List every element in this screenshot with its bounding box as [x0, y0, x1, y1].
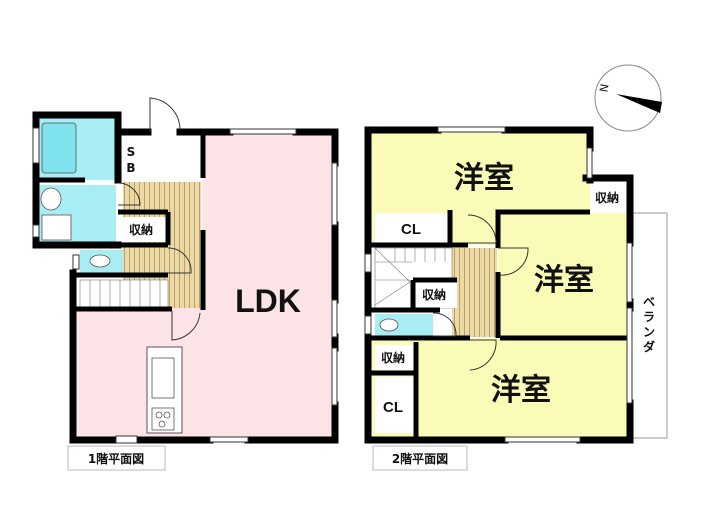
storage-top-right — [590, 178, 630, 213]
window — [229, 128, 297, 135]
kitchen-sink — [151, 357, 175, 399]
closet-top-label: CL — [401, 221, 421, 238]
veranda-char: ン — [643, 325, 655, 339]
ldk-floor — [202, 130, 335, 440]
room-bottom-door[interactable] — [469, 339, 497, 371]
bathtub — [41, 122, 77, 174]
ldk-label: LDK — [235, 283, 301, 319]
compass-icon: N — [594, 64, 662, 132]
dining-floor — [73, 308, 203, 440]
stair-treads-2f — [374, 247, 446, 306]
veranda-char: ベ — [643, 295, 655, 309]
storage-bottom-left — [375, 345, 415, 370]
storage-middle — [413, 281, 457, 308]
room-middle — [498, 212, 630, 338]
closet-bottom-label: CL — [383, 399, 403, 416]
room-middle-label: 洋室 — [534, 263, 594, 298]
window — [437, 126, 506, 133]
walls-2f — [364, 126, 634, 444]
storage-top-right-label: 収納 — [595, 190, 619, 205]
window — [364, 253, 372, 273]
sb-label-top: S — [127, 145, 136, 159]
compass-north-label: N — [596, 83, 610, 93]
sink-icon — [40, 187, 62, 211]
toilet-door-2f[interactable] — [432, 312, 457, 337]
closet-top — [375, 213, 448, 243]
room-top-label: 洋室 — [454, 161, 514, 196]
veranda — [631, 212, 668, 439]
window — [626, 242, 633, 303]
storage-bottom-left-label: 収納 — [381, 350, 405, 365]
window — [331, 347, 338, 406]
room-top-door[interactable] — [467, 214, 497, 244]
closet-bottom — [375, 377, 415, 433]
toilet-door[interactable] — [167, 247, 192, 274]
window — [331, 162, 338, 226]
walls-1f — [32, 111, 339, 444]
washing-machine — [41, 214, 72, 241]
window — [586, 147, 593, 179]
window — [209, 436, 249, 443]
window — [72, 254, 80, 270]
caption-box-1f — [67, 445, 166, 471]
floor1-caption: 1階平面図 — [88, 451, 144, 466]
veranda-char: ダ — [643, 339, 655, 354]
room-top — [368, 130, 590, 212]
entrance-door[interactable] — [149, 97, 181, 132]
window — [32, 127, 40, 164]
window — [364, 315, 372, 335]
sb-label-bottom: B — [126, 161, 135, 175]
toilet-icon — [379, 318, 399, 332]
storage-1f — [120, 217, 167, 242]
storage-middle-label: 収納 — [422, 287, 446, 302]
toilet-icon — [89, 254, 111, 268]
washroom-door[interactable] — [117, 182, 141, 206]
window — [504, 436, 581, 443]
stair-treads — [89, 280, 161, 307]
hall-wood-2f — [452, 248, 497, 337]
caption-box-2f — [372, 445, 468, 471]
floor2-caption: 2階平面図 — [392, 451, 448, 466]
window — [32, 224, 40, 238]
window — [115, 435, 138, 444]
stairs-1f — [79, 279, 169, 308]
room-bottom-label: 洋室 — [491, 373, 551, 408]
first-floor-plan: LDK 収納 S B 1階平面図 — [32, 97, 339, 471]
window — [331, 299, 338, 338]
veranda-label: ベ ラ ン ダ — [643, 295, 655, 354]
sb-storage — [123, 133, 203, 180]
storage-label: 収納 — [129, 222, 153, 237]
stove-icon — [151, 407, 175, 431]
veranda-char: ラ — [643, 310, 655, 324]
second-floor-plan: 洋室 洋室 洋室 CL CL 収納 収納 収納 ベ ラ ン ダ 2階平面図 — [364, 126, 668, 471]
room-middle-door[interactable] — [498, 247, 529, 276]
ldk-door[interactable] — [171, 311, 201, 341]
window — [626, 307, 633, 404]
